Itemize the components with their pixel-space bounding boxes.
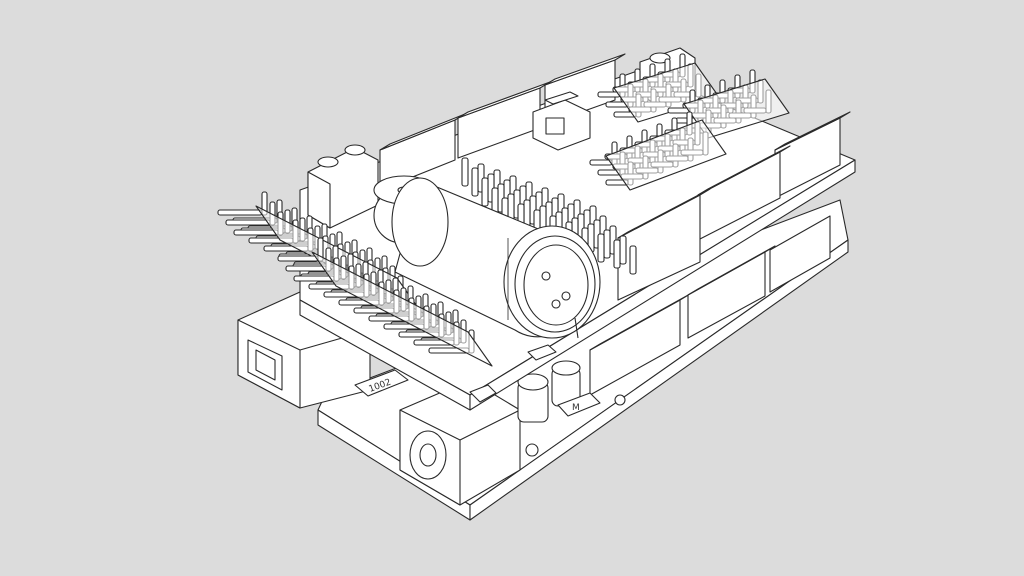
header-housing bbox=[605, 119, 727, 191]
shield-board-edge-right bbox=[469, 159, 856, 411]
smd-part-m: M bbox=[557, 392, 601, 417]
header-pin bbox=[619, 235, 627, 265]
header-pin bbox=[603, 229, 611, 259]
header-pin bbox=[481, 177, 489, 207]
arduino-shield-model: 1002 M bbox=[217, 47, 856, 521]
smd-chip bbox=[527, 344, 557, 361]
terminal-block bbox=[307, 144, 379, 229]
header-housing bbox=[311, 251, 493, 367]
part-m-label: M bbox=[572, 403, 580, 413]
servo-headers-right bbox=[589, 53, 790, 191]
base-board-edge-right bbox=[469, 239, 849, 521]
base-headers bbox=[589, 215, 831, 396]
header-pin bbox=[461, 157, 469, 187]
header-pin bbox=[597, 233, 605, 263]
base-capacitors bbox=[517, 360, 626, 457]
servo-headers-left bbox=[217, 191, 493, 367]
header-pin bbox=[471, 167, 479, 197]
dc-barrel-jack bbox=[399, 379, 521, 506]
header-pin bbox=[629, 245, 637, 275]
smd-transistor bbox=[469, 384, 497, 403]
header-pin bbox=[613, 239, 621, 269]
large-capacitor bbox=[391, 177, 601, 339]
slide-switch bbox=[532, 91, 591, 151]
pin-grid bbox=[461, 157, 637, 275]
